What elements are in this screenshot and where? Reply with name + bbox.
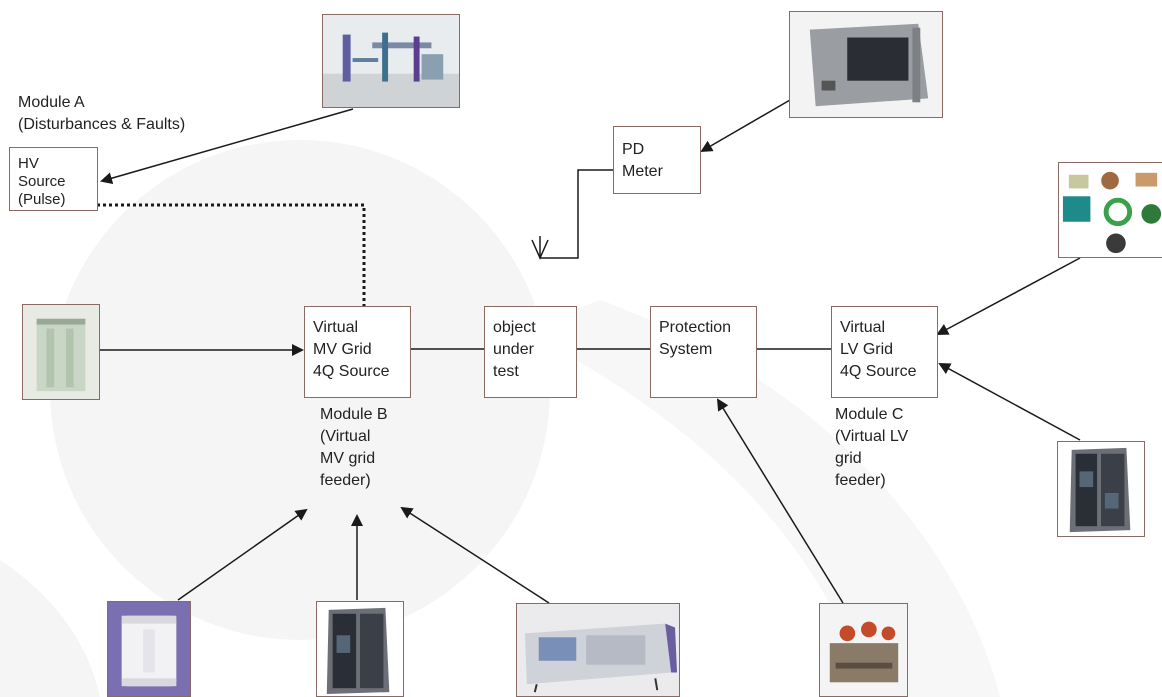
arrow-instrument-to-pd: [700, 99, 791, 153]
protection-system-box: Protection System: [650, 306, 757, 398]
arrow-cabinet-right-to-lv: [938, 363, 1081, 441]
background-swirl-bottom-left: [0, 560, 100, 697]
module-b-label: Module B (Virtual MV grid feeder): [320, 406, 388, 489]
object-under-test-box: object under test: [484, 306, 577, 398]
module-a-label: Module A (Disturbances & Faults): [18, 92, 185, 136]
hv-source-box: HV Source (Pulse): [9, 147, 98, 211]
pd-instrument-photo: [789, 11, 943, 118]
arrow-controller-to-moduleb: [400, 506, 550, 604]
hv-to-mv-dotted-line: [97, 203, 366, 306]
module-a-subtitle: (Disturbances & Faults): [18, 116, 186, 133]
lv-grid-box: Virtual LV Grid 4Q Source: [831, 306, 938, 398]
capacitor-photo: [107, 601, 191, 697]
pd-meter-box: PD Meter: [613, 126, 701, 194]
lab-rack-photo: [322, 14, 460, 108]
arrow-breaker-to-protection: [716, 398, 844, 604]
cabinet-photo-right: [1057, 441, 1145, 537]
pd-meter-antenna-line: [540, 169, 613, 259]
arrow-capacitor-to-moduleb: [177, 508, 308, 601]
arrow-collage-to-lv: [936, 257, 1081, 335]
arrow-labphoto-to-hv: [100, 108, 354, 185]
module-c-label: Module C (Virtual LV grid feeder): [835, 406, 909, 489]
mv-grid-box: Virtual MV Grid 4Q Source: [304, 306, 411, 398]
cabinet-photo-bottom: [316, 601, 404, 697]
background-swirl-left: [50, 140, 550, 640]
background-swirl-right: [520, 300, 1000, 697]
breaker-photo: [819, 603, 908, 697]
module-a-title: Module A: [18, 94, 85, 111]
transformer-photo: [22, 304, 100, 400]
components-collage-photo: [1058, 162, 1162, 258]
controller-device-photo: [516, 603, 680, 697]
